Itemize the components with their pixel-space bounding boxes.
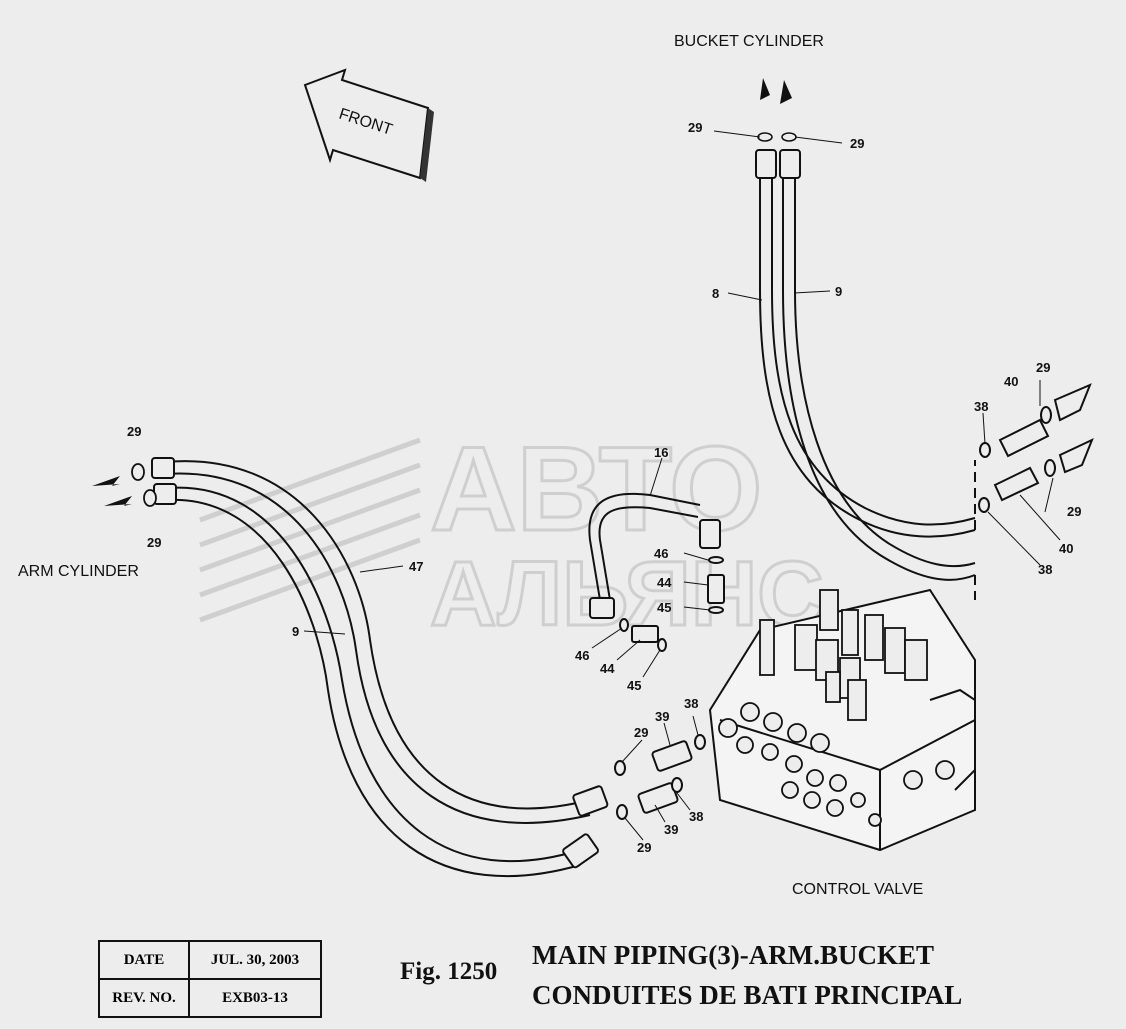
callout-39: 39 [655,709,669,724]
figure-number: Fig. 1250 [400,958,498,985]
callout-45: 45 [627,678,641,693]
date-value: JUL. 30, 2003 [188,940,322,980]
figure-title-en: MAIN PIPING(3)-ARM.BUCKET [532,940,934,970]
callout-29: 29 [688,120,702,135]
callout-44: 44 [657,575,672,590]
center-fittings [589,519,725,652]
callout-29: 29 [1036,360,1050,375]
callout-44: 44 [600,661,615,676]
callout-38: 38 [689,809,703,824]
arm-hose-fittings [151,457,609,869]
arm-orings [131,463,157,507]
revision-stamp: DATE JUL. 30, 2003 REV. NO. EXB03-13 [98,940,322,1018]
leader-lines [303,130,1061,841]
callout-29: 29 [1067,504,1081,519]
callout-38: 38 [684,696,698,711]
callout-29: 29 [634,725,648,740]
callout-46: 46 [575,648,589,663]
rev-value: EXB03-13 [188,978,322,1018]
right-fittings [978,383,1094,513]
date-label: DATE [98,940,190,980]
callout-38: 38 [974,399,988,414]
bucket-hoses [759,170,976,600]
callout-39: 39 [664,822,678,837]
arm-cylinder-label: ARM CYLINDER [18,563,139,580]
lower-fittings [614,734,706,820]
callout-29: 29 [147,535,161,550]
callout-29: 29 [637,840,651,855]
callout-9: 9 [835,284,842,299]
callout-8: 8 [712,286,719,301]
callout-45: 45 [657,600,671,615]
arm-arrows-icon [92,476,132,506]
callout-47: 47 [409,559,423,574]
callout-38: 38 [1038,562,1052,577]
hose-16 [588,492,701,601]
figure-title-fr: CONDUITES DE BATI PRINCIPAL [532,980,963,1010]
callout-9: 9 [292,624,299,639]
callout-46: 46 [654,546,668,561]
callout-29: 29 [127,424,141,439]
front-arrow: FRONT [303,68,434,182]
callout-16: 16 [654,445,668,460]
bucket-hose-fittings [755,149,801,179]
rev-label: REV. NO. [98,978,190,1018]
callout-29: 29 [850,136,864,151]
arm-hoses [164,460,591,878]
bucket-arrows-icon [760,78,792,104]
bucket-cylinder-label: BUCKET CYLINDER [674,33,824,50]
bucket-orings [757,132,797,142]
control-valve [708,588,976,852]
callout-40: 40 [1004,374,1018,389]
control-valve-label: CONTROL VALVE [792,881,923,898]
callout-40: 40 [1059,541,1073,556]
watermark-logo: АВТО АЛЬЯНС [199,421,825,647]
